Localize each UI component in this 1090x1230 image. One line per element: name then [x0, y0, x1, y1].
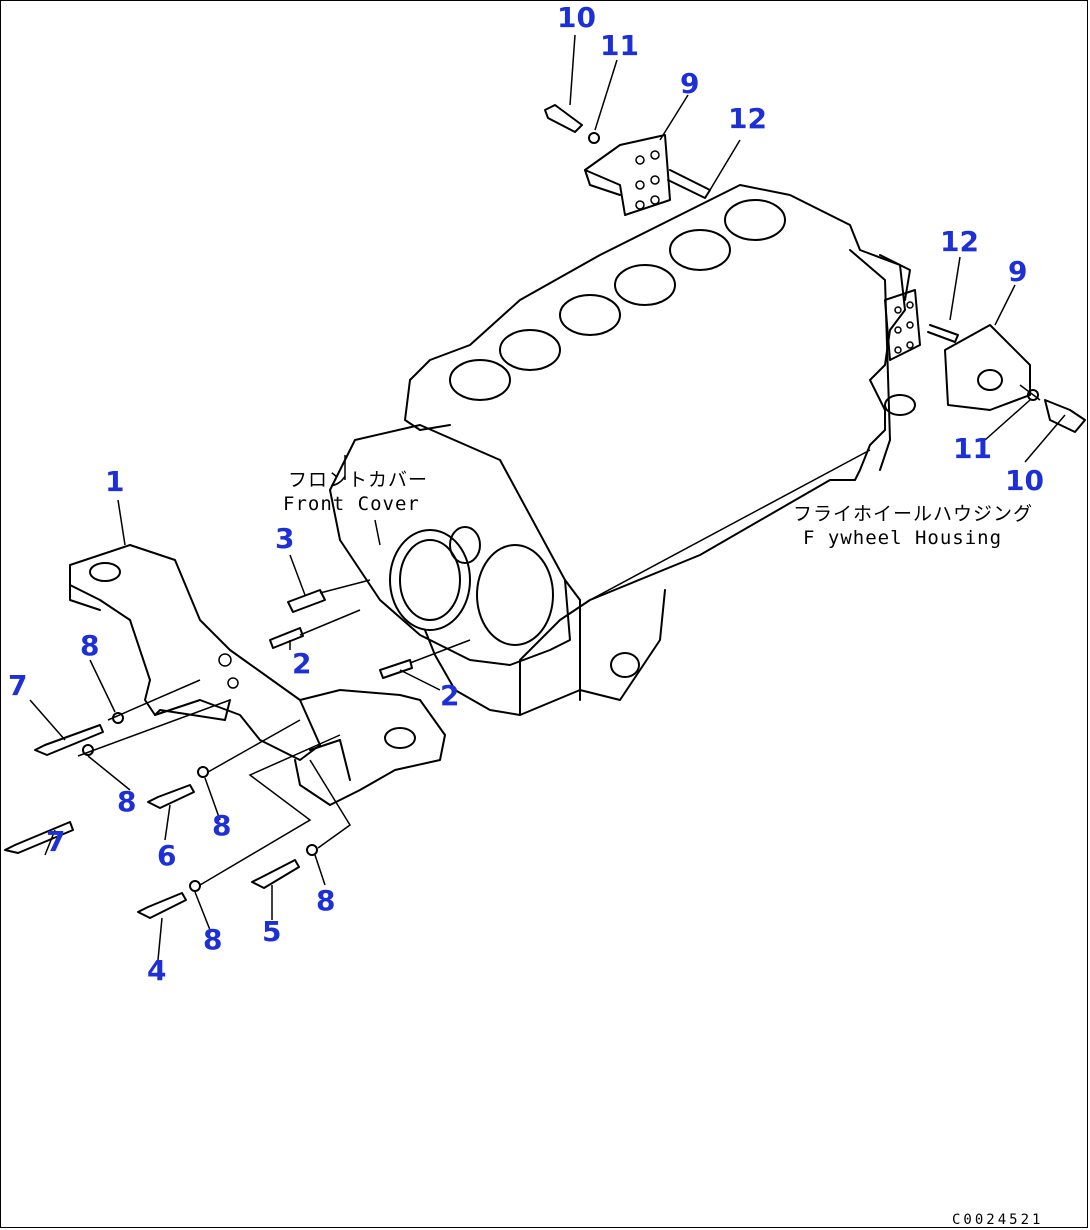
callout-9-right: 9: [1008, 255, 1028, 288]
flywheel-housing-label-en: F ywheel Housing: [803, 527, 1003, 549]
engine-block: [329, 184, 916, 716]
callout-10-top: 10: [557, 1, 596, 34]
callout-8-d: 8: [203, 923, 223, 956]
callout-7-a: 7: [8, 669, 28, 702]
callout-8-b: 8: [117, 785, 137, 818]
callout-11-right: 11: [953, 432, 992, 465]
callout-2-upper: 2: [292, 647, 312, 680]
callout-5: 5: [262, 915, 282, 948]
front-cover-label-en: Front Cover: [283, 493, 420, 515]
callout-11-top: 11: [600, 29, 639, 62]
bracket-right: [884, 289, 1086, 433]
front-cover-label-jp: フロントカバー: [288, 469, 429, 491]
callout-3: 3: [275, 522, 295, 555]
callout-12-right: 12: [940, 225, 979, 258]
callout-9-top: 9: [680, 67, 700, 100]
callout-leaders: [29, 34, 1066, 961]
callout-12-top: 12: [728, 102, 767, 135]
bracket-top: [544, 104, 741, 216]
callout-8-c: 8: [212, 809, 232, 842]
callout-1: 1: [105, 465, 125, 498]
callout-8-a: 8: [80, 629, 100, 662]
callout-8-e: 8: [316, 884, 336, 917]
mount-front-left: [4, 544, 471, 919]
callout-7-b: 7: [46, 825, 66, 858]
callout-10-right: 10: [1005, 464, 1044, 497]
callout-4: 4: [147, 954, 167, 987]
flywheel-housing-label-jp: フライホイールハウジング: [793, 503, 1034, 525]
drawing-code: C0024521: [952, 1212, 1044, 1228]
callout-6: 6: [157, 839, 177, 872]
callout-2-lower: 2: [440, 679, 460, 712]
